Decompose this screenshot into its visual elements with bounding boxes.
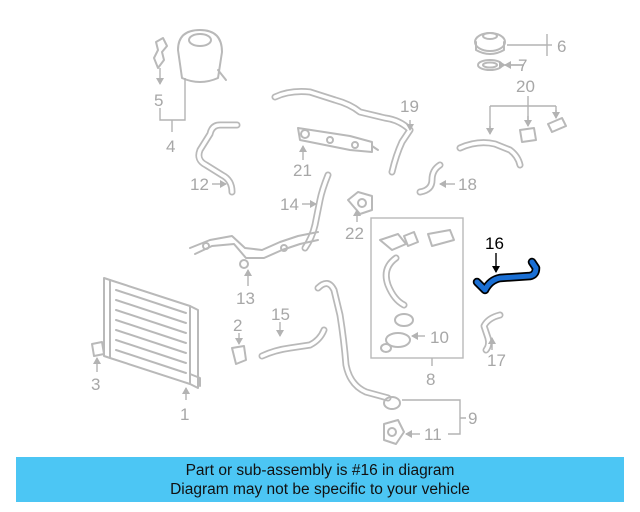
callout-22: 22: [345, 224, 364, 243]
callout-8: 8: [426, 370, 435, 389]
part-20-hose[interactable]: [456, 117, 567, 169]
part-21-pipe[interactable]: [297, 127, 379, 153]
callout-19: 19: [400, 97, 419, 116]
part-18-hose[interactable]: [416, 161, 444, 196]
callout-9: 9: [468, 409, 477, 428]
part-3-bracket[interactable]: [91, 341, 105, 357]
callout-12: 12: [190, 175, 209, 194]
callout-18: 18: [458, 175, 477, 194]
part-11-fitting[interactable]: [383, 419, 405, 445]
part-14-hose[interactable]: [301, 171, 332, 252]
callout-6: 6: [557, 37, 566, 56]
parts-diagram: 1 2 3 4 5 6 7 8 9 10 11 12 13 14 15 16 1…: [91, 29, 567, 445]
callout-17: 17: [487, 351, 506, 370]
part-22-fitting[interactable]: [347, 191, 373, 215]
part-1-radiator[interactable]: [103, 277, 201, 389]
banner-line-1: Part or sub-assembly is #16 in diagram: [185, 462, 455, 479]
part-15-hose[interactable]: [258, 326, 328, 360]
callout-4: 4: [166, 137, 175, 156]
part-6-cap[interactable]: [474, 32, 506, 55]
part-2-bracket[interactable]: [231, 345, 247, 365]
part-9-lower-hose[interactable]: [314, 280, 401, 410]
part-5-clip[interactable]: [153, 37, 168, 69]
info-banner: Part or sub-assembly is #16 in diagram D…: [16, 457, 624, 502]
part-4-reservoir[interactable]: [177, 29, 227, 83]
part-19-hose[interactable]: [271, 88, 414, 176]
part-16-hose[interactable]: [472, 257, 541, 295]
callout-1: 1: [180, 405, 189, 424]
part-8-thermostat-assembly[interactable]: [379, 229, 455, 353]
part-12-hose[interactable]: [195, 121, 241, 196]
callout-20: 20: [516, 77, 535, 96]
callout-2: 2: [233, 316, 242, 335]
callout-11: 11: [424, 425, 442, 444]
callout-14: 14: [280, 195, 299, 214]
part-17-hose[interactable]: [480, 311, 504, 354]
callout-7: 7: [518, 56, 527, 75]
callout-5: 5: [154, 91, 163, 110]
callout-13: 13: [236, 289, 255, 308]
part-8-group-box: [370, 217, 464, 359]
callout-10: 10: [430, 328, 449, 347]
callout-21: 21: [293, 161, 312, 180]
banner-line-2: Diagram may not be specific to your vehi…: [170, 481, 470, 498]
callout-16: 16: [485, 234, 504, 253]
part-7-seal[interactable]: [477, 59, 503, 71]
callout-15: 15: [271, 305, 290, 324]
part-13-pipe[interactable]: [189, 231, 319, 269]
callout-3: 3: [91, 375, 100, 394]
